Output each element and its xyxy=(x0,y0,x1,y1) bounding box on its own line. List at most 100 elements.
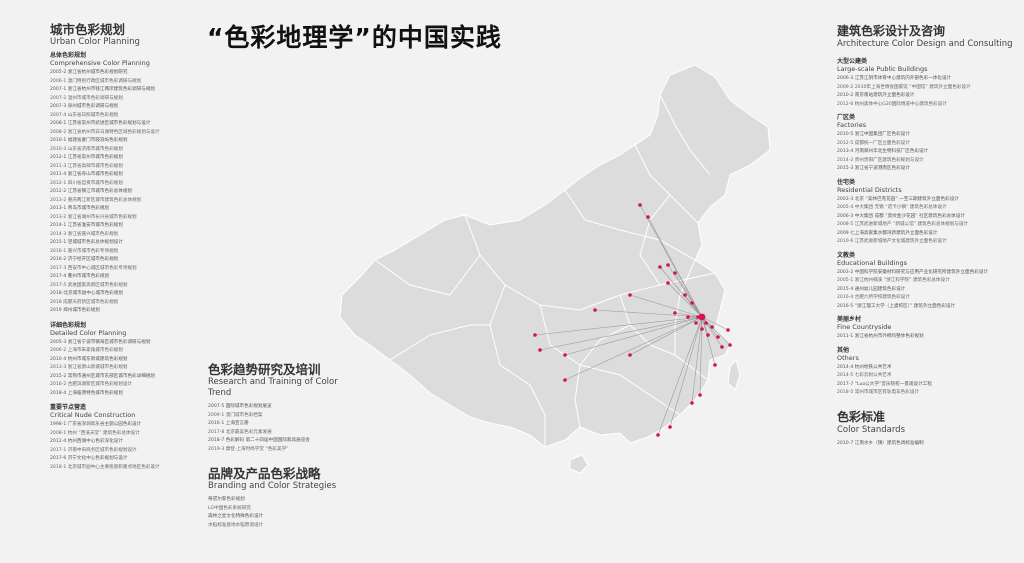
province-border xyxy=(374,254,481,296)
location-dot xyxy=(694,321,698,325)
group-list: 2011-1 浙江省杭州市外桐坞整体色彩规划 xyxy=(837,333,1017,342)
china-map xyxy=(339,64,771,474)
research-training-section: 色彩趋势研究及培训 Research and Training of Color… xyxy=(208,362,358,454)
section-title-en: Color Standards xyxy=(837,424,905,435)
section-title-en: Research and Training of Color Trend xyxy=(208,377,338,398)
list-item: 2008-1 杭州 “西溪天堂” 建筑色彩总体设计 xyxy=(50,430,140,436)
location-dot xyxy=(538,348,542,352)
group-title-en: Educational Buildings xyxy=(837,258,907,267)
connection-line xyxy=(539,316,703,351)
location-dot xyxy=(533,333,537,337)
list-item: 2007-5 国际城市色彩规划展览 xyxy=(208,404,272,409)
group-title-cn: 大型公建类 xyxy=(837,58,868,65)
list-item: 2018-7 色彩解码 第二十四届中国国际家具展览会 xyxy=(208,438,310,443)
province-border xyxy=(564,189,696,261)
location-dot xyxy=(628,353,632,357)
list-item: 2009 七上海高家集水都湾新建筑外立面色彩设计 xyxy=(837,230,938,236)
list-item: 2018-4 上海临港特色城市色彩规划 xyxy=(50,390,123,396)
location-dot xyxy=(728,343,732,347)
location-dot xyxy=(646,215,650,219)
location-dot xyxy=(668,425,672,429)
group-title-cn: 文教类 xyxy=(837,251,856,259)
section-title-cn: 色彩趋势研究及培训 xyxy=(208,362,321,377)
research-list: 2007-5 国际城市色彩规划展览 2009-1 澳门城市色彩档案 2016-1 上… xyxy=(208,403,358,454)
list-item: 2013-3 浙江省萧山新城城市色彩规划 xyxy=(50,365,128,370)
hub-dot xyxy=(698,313,706,321)
group-title-en: Residential Districts xyxy=(837,185,902,194)
connection-line xyxy=(701,316,719,338)
connection-line xyxy=(691,316,703,404)
comprehensive-planning-list: 2005-2 浙江省杭州城市色彩规划研究 2006-1 澳门特别行政区城市色彩调研… xyxy=(50,69,200,316)
location-dot xyxy=(638,203,642,207)
location-dot xyxy=(658,265,662,269)
list-item: 2010-6 江苏武进新城地产文化城建筑外立面色彩设计 xyxy=(837,239,947,244)
list-item: 2007-1 浙江省杭州市钱江两岸建筑色彩调研与规划 xyxy=(50,87,156,92)
china-landmass xyxy=(339,64,771,474)
location-dot xyxy=(706,333,710,337)
group-title-cn: 美丽乡村 xyxy=(837,316,862,323)
list-item: 2016-1 上海宣言册 xyxy=(208,421,249,426)
list-item: 2015-2 常熟市通州区城市东部区城市色彩详细规划 xyxy=(50,373,156,379)
section-title-en: Branding and Color Strategies xyxy=(208,481,337,491)
subsection-title-en: Comprehensive Color Planning xyxy=(50,59,150,67)
page-title: “色彩地理学”的中国实践 xyxy=(207,23,502,52)
province-border xyxy=(574,364,581,428)
list-item: 2014-4 杭州地铁公共艺术 xyxy=(837,364,892,370)
connection-line xyxy=(647,216,703,318)
list-item: 2017-3 西安市中心城区城市色彩专项规划 xyxy=(50,265,137,271)
list-item: 2014-5 七彩云树公共艺术 xyxy=(837,373,892,378)
list-item: 2016-1 嘉兴市城市色彩专项规划 xyxy=(50,248,119,254)
section-title-en: Architecture Color Design and Consulting xyxy=(837,39,1013,49)
list-item: 2012-2 江苏省镇江市城市色彩总体规划 xyxy=(50,189,133,194)
list-item: 2017-4 衢州市城市色彩规划 xyxy=(50,274,110,279)
color-standards-section: 色彩标准 Color Standards 2010-7 江南水乡（镇）建筑色调标… xyxy=(837,410,1017,449)
list-item: 2009-2 2010年上海世博会国家馆 “中国馆” 建筑外立面色彩设计 xyxy=(837,84,971,90)
list-item: 2017-5 武进国家高新区城市色彩规划 xyxy=(50,282,128,288)
list-item: 2018-5 常州市城市区有轨电车色彩设计 xyxy=(837,390,920,395)
list-item: 2003-2 中国科学院安徽材料研究与应用产业化研究所建筑外立面色彩设计 xyxy=(837,269,988,275)
list-item: 2017-8 北京最美色彩元素发展 xyxy=(208,429,272,435)
location-dot xyxy=(656,433,660,437)
list-item: 2017-6 济宁文化中心色彩规划与设计 xyxy=(50,456,128,461)
list-item: 2010-4 杭州市城东新城建筑色彩规划 xyxy=(50,356,128,362)
list-item: 2006-1 澳门特别行政区城市色彩调研与规划 xyxy=(50,78,142,84)
location-dot xyxy=(698,393,702,397)
list-item: 2015-4 通州幼儿园建筑色彩设计 xyxy=(837,286,906,292)
province-border xyxy=(619,294,709,381)
province-border xyxy=(539,304,681,416)
connection-line xyxy=(594,309,703,318)
subsection-title-cn: 重要节点营造 xyxy=(50,404,87,411)
location-dot xyxy=(720,345,724,349)
connection-line xyxy=(629,316,703,356)
location-dot xyxy=(563,353,567,357)
list-item: 2003-3 北京 “美林巴克花园” 一至三期建筑外立面色彩设计 xyxy=(837,196,959,202)
subsection-title-cn: 总体色彩规划 xyxy=(50,52,87,59)
list-item: 2012-1 四川省自贡市城市色彩规划 xyxy=(50,180,123,186)
branding-section: 品牌及产品色彩战略 Branding and Color Strategies … xyxy=(208,466,358,530)
province-border xyxy=(579,324,631,366)
section-title-en: Urban Color Planning xyxy=(50,37,140,47)
architecture-consulting-section: 建筑色彩设计及咨询 Architecture Color Design and … xyxy=(837,24,1017,448)
location-dot xyxy=(716,335,720,339)
connection-line xyxy=(564,316,703,381)
list-item: 2005-2 浙江省杭州城市色彩规划研究 xyxy=(50,70,128,75)
list-item: 2018-1 北京城市副中心主要街道和重点地区色彩设计 xyxy=(50,464,160,470)
list-item: 2014-2 贵州贵阳厂区建筑色彩规划与设计 xyxy=(837,157,924,163)
list-item: 水稻标准基地水稻原酒设计 xyxy=(208,522,264,528)
location-dot xyxy=(673,271,677,275)
location-dot xyxy=(666,263,670,267)
list-item: 2009-1 澳门城市色彩档案 xyxy=(208,412,263,418)
list-item: 2006-3 江苏江阴市体育中心建筑内外部色彩一体化设计 xyxy=(837,76,952,81)
list-item: 2015-1 望城城市色彩总体规划设计 xyxy=(50,240,123,245)
list-item: 2013-2 浙江省湖州市长兴县城市色彩规划 xyxy=(50,214,137,220)
list-item: 2012-6 杭州奥体中心G20国际博览中心建筑色彩设计 xyxy=(837,101,947,107)
list-item: 2006-3 中大集团 成都 “莫纹金沙花园” 社区建筑色彩总体设计 xyxy=(837,213,965,219)
location-dot xyxy=(563,378,567,382)
list-item: 2007-2 温州市城市色彩调研与规划 xyxy=(50,95,123,101)
province-border xyxy=(389,324,490,361)
section-title-cn: 品牌及产品色彩战略 xyxy=(208,466,321,481)
